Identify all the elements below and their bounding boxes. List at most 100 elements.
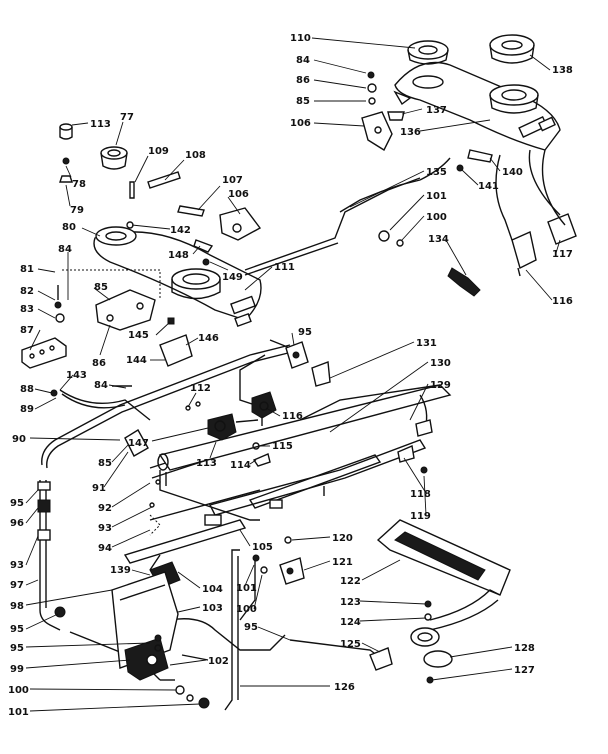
callout-116-right: 116	[552, 296, 573, 307]
bracket-parts-left	[21, 269, 193, 369]
callout-100-b: 100	[236, 604, 257, 615]
callout-123: 123	[340, 597, 361, 608]
callout-134: 134	[428, 234, 449, 245]
callout-137: 137	[426, 105, 447, 116]
callout-86: 86	[92, 358, 106, 369]
callout-113: 113	[90, 119, 111, 130]
callout-97: 97	[10, 580, 24, 591]
callout-85-lower: 85	[98, 458, 112, 469]
callout-100: 100	[8, 685, 29, 696]
callout-83: 83	[20, 304, 34, 315]
callout-93-b: 93	[10, 560, 24, 571]
callout-89: 89	[20, 404, 34, 415]
callout-85: 85	[94, 282, 108, 293]
callout-103: 103	[202, 603, 223, 614]
callout-121: 121	[332, 557, 353, 568]
callout-104: 104	[202, 584, 223, 595]
callout-98: 98	[10, 601, 24, 612]
small-parts-left-top	[59, 123, 262, 266]
leader-lines	[25, 37, 561, 712]
callout-139: 139	[110, 565, 131, 576]
callout-85-right: 85	[296, 96, 310, 107]
callout-129: 129	[430, 380, 451, 391]
callout-106-right: 106	[290, 118, 311, 129]
callout-125: 125	[340, 639, 361, 650]
left-burner-assembly	[93, 226, 262, 328]
callout-101: 101	[8, 707, 29, 718]
callout-128: 128	[514, 643, 535, 654]
callout-119: 119	[410, 511, 431, 522]
lower-left-parts	[37, 479, 210, 709]
callout-105: 105	[252, 542, 273, 553]
callout-82: 82	[20, 286, 34, 297]
valves-right-top	[447, 149, 577, 297]
callout-95-e: 95	[244, 622, 258, 633]
callout-112: 112	[190, 383, 211, 394]
callout-131: 131	[416, 338, 437, 349]
callout-120: 120	[332, 533, 353, 544]
callout-80: 80	[62, 222, 76, 233]
callout-135: 135	[426, 167, 447, 178]
callout-79: 79	[70, 205, 84, 216]
callout-87: 87	[20, 325, 34, 336]
callout-95: 95	[298, 327, 312, 338]
callout-92: 92	[98, 503, 112, 514]
callout-86-right: 86	[296, 75, 310, 86]
callout-96: 96	[10, 518, 24, 529]
callout-95-b: 95	[10, 498, 24, 509]
callout-84: 84	[58, 244, 72, 255]
callout-95-d: 95	[10, 643, 24, 654]
callout-117: 117	[552, 249, 573, 260]
callout-108: 108	[185, 150, 206, 161]
callout-93: 93	[98, 523, 112, 534]
callout-136: 136	[400, 127, 421, 138]
callout-127: 127	[514, 665, 535, 676]
callout-77: 77	[120, 112, 134, 123]
callout-143: 143	[66, 370, 87, 381]
callout-145: 145	[128, 330, 149, 341]
callout-78: 78	[72, 179, 86, 190]
callout-88: 88	[20, 384, 34, 395]
callout-107: 107	[222, 175, 243, 186]
callout-113-lower: 113	[196, 458, 217, 469]
callout-116: 116	[282, 411, 303, 422]
lower-right-parts	[252, 394, 511, 684]
callout-118: 118	[410, 489, 431, 500]
burner-tubes-right	[123, 384, 452, 564]
callout-102: 102	[208, 656, 229, 667]
callout-148: 148	[168, 250, 189, 261]
callout-146: 146	[198, 333, 219, 344]
callout-124: 124	[340, 617, 361, 628]
callout-130: 130	[430, 358, 451, 369]
callout-140: 140	[502, 167, 523, 178]
callout-142: 142	[170, 225, 191, 236]
callout-labels: 113 77 109 108 78 79 107 106 142 80 148 …	[8, 33, 573, 718]
callout-94: 94	[98, 543, 112, 554]
callout-126: 126	[334, 682, 355, 693]
callout-99: 99	[10, 664, 24, 675]
callout-138: 138	[552, 65, 573, 76]
callout-114: 114	[230, 460, 251, 471]
callout-91: 91	[92, 483, 106, 494]
callout-144: 144	[126, 355, 147, 366]
callout-122: 122	[340, 576, 361, 587]
callout-81: 81	[20, 264, 34, 275]
callout-84-lower: 84	[94, 380, 108, 391]
callout-101-b: 101	[236, 583, 257, 594]
callout-84-right: 84	[296, 55, 310, 66]
callout-149: 149	[222, 272, 243, 283]
callout-115: 115	[272, 441, 293, 452]
callout-110: 110	[290, 33, 311, 44]
callout-106: 106	[228, 189, 249, 200]
callout-100-c: 100	[426, 212, 447, 223]
callout-95-c: 95	[10, 624, 24, 635]
callout-147: 147	[128, 438, 149, 449]
right-burner-assembly	[393, 34, 561, 151]
callout-101-c: 101	[426, 191, 447, 202]
callout-141: 141	[478, 181, 499, 192]
burner-cap-77	[100, 146, 128, 170]
callout-111: 111	[274, 262, 295, 273]
callout-90: 90	[12, 434, 26, 445]
middle-valves	[50, 341, 331, 467]
